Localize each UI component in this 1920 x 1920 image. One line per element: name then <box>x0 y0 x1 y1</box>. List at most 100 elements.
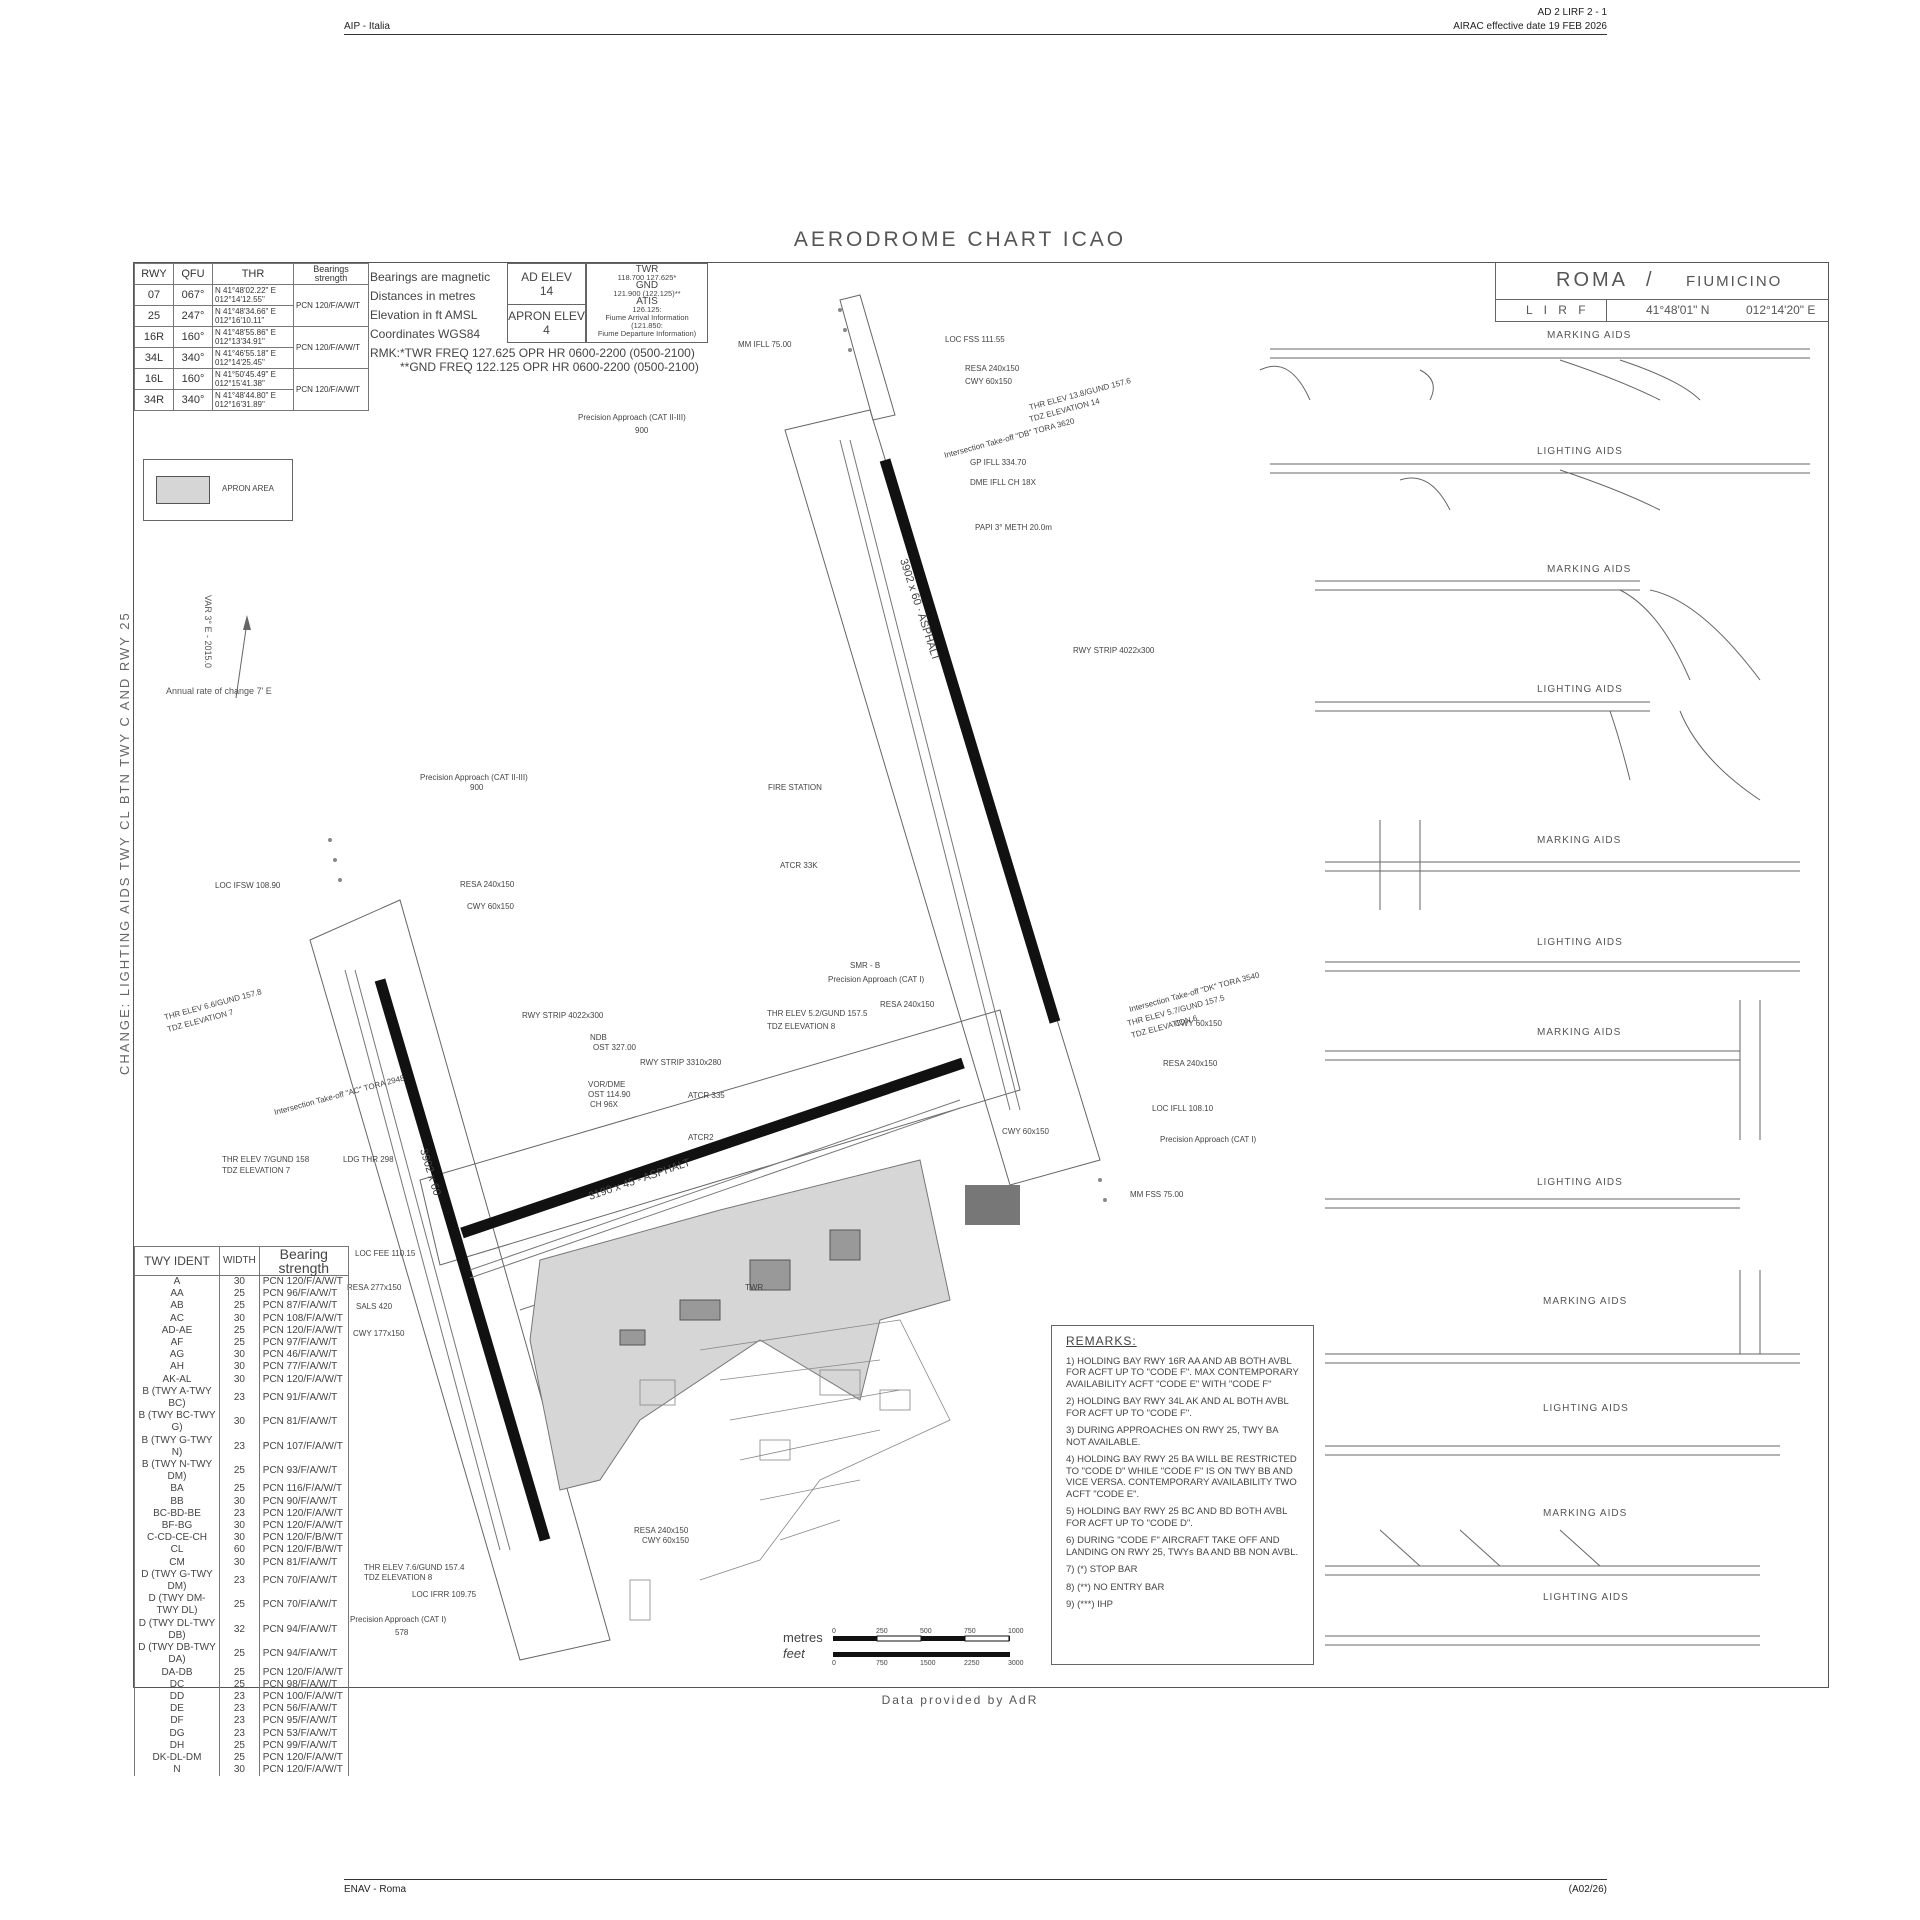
twy-pcn: PCN 97/F/A/W/T <box>258 1337 349 1350</box>
twy-ident: D (TWY G-TWY DM) <box>134 1568 220 1594</box>
legend-box: APRON AREA <box>143 459 293 521</box>
cwy-25-label: CWY 60x150 <box>1002 1127 1050 1136</box>
twy-width: 25 <box>219 1459 260 1484</box>
ndb-label: NDB <box>590 1033 607 1042</box>
cwy-34l-label: CWY 60x150 <box>642 1536 690 1545</box>
chart-frame <box>133 262 1829 1688</box>
fire-station-label: FIRE STATION <box>768 783 822 792</box>
twy-ident: N <box>134 1764 220 1777</box>
rmk-twr: RMK:*TWR FREQ 127.625 OPR HR 0600-2200 (… <box>370 346 695 360</box>
rwy-strip-16r-label: RWY STRIP 4022x300 <box>522 1011 604 1020</box>
twy-pcn: PCN 116/F/A/W/T <box>258 1483 349 1496</box>
twy-width: 30 <box>219 1556 260 1569</box>
twy-pcn: PCN 77/F/A/W/T <box>258 1361 349 1374</box>
twy-pcn: PCN 81/F/A/W/T <box>258 1556 349 1569</box>
twy-pcn: PCN 120/F/A/W/T <box>258 1520 349 1533</box>
atcr-335-label: ATCR 335 <box>688 1091 725 1100</box>
twy-pcn: PCN 95/F/A/W/T <box>258 1715 349 1728</box>
lighting-aids-label: LIGHTING AIDS <box>1543 1403 1629 1414</box>
atis-arrival: Fiume Arrival Information <box>605 313 689 322</box>
rwy-ident: 25 <box>134 305 174 327</box>
rwy-qfu: 247° <box>173 305 213 327</box>
twy-width: 25 <box>219 1337 260 1350</box>
lighting-aids-label: LIGHTING AIDS <box>1537 1177 1623 1188</box>
loc-ifsw-label: LOC IFSW 108.90 <box>215 881 281 890</box>
rwy-thr: N 41°48'44.80" E 012°16'31.89" <box>212 389 294 411</box>
sals-label: SALS 420 <box>356 1302 393 1311</box>
vor-label: VOR/DME <box>588 1080 625 1089</box>
twy-width: 25 <box>219 1288 260 1301</box>
rwy-thr: N 41°50'45.49" E 012°15'41.38" <box>212 368 294 390</box>
cwy-16l-label: CWY 60x150 <box>965 377 1013 386</box>
tdz-07-label: TDZ ELEVATION 7 <box>222 1166 291 1175</box>
scale-tick: 3000 <box>1008 1660 1024 1667</box>
twr-freq-label: TWR <box>635 264 659 275</box>
twy-pcn: PCN 120/F/A/W/T <box>258 1275 349 1289</box>
twy-ident: AK-AL <box>134 1373 220 1386</box>
twy-width: 23 <box>219 1385 260 1411</box>
twy-ident: CL <box>134 1544 220 1557</box>
loc-ifll-label: LOC IFLL 108.10 <box>1152 1104 1214 1113</box>
footer-rule <box>344 1879 1607 1880</box>
int-ac-label: Intersection Take-off "AC" TORA 2948 <box>273 1073 406 1117</box>
ldg-thr-label: LDG THR 298 <box>343 1155 394 1164</box>
twy-width: 25 <box>219 1642 260 1667</box>
rwy-strip-07-label: RWY STRIP 3310x280 <box>640 1058 722 1067</box>
twy-ident: BA <box>134 1483 220 1496</box>
rwy-ident: 16R <box>134 326 174 348</box>
lighting-aids-label: LIGHTING AIDS <box>1537 684 1623 695</box>
cargo-apron <box>965 1185 1020 1225</box>
twy-pcn: PCN 120/F/A/W/T <box>258 1507 349 1521</box>
twy-ident: D (TWY DL-TWY DB) <box>134 1617 220 1643</box>
twy-width: 30 <box>219 1361 260 1374</box>
twy-width: 25 <box>219 1666 260 1679</box>
runway-row: 16L 160° N 41°50'45.49" E 012°15'41.38" … <box>134 368 369 411</box>
note-bearings: Bearings are magnetic <box>370 270 491 284</box>
twy-pcn: PCN 96/F/A/W/T <box>258 1288 349 1301</box>
twy-pcn: PCN 94/F/A/W/T <box>258 1642 349 1667</box>
thr-34l-label: THR ELEV 7.6/GUND 157.4 <box>364 1563 465 1572</box>
ndb-ost-label: OST 327.00 <box>593 1043 637 1052</box>
twy-ident: B (TWY A-TWY BC) <box>134 1385 220 1411</box>
twy-pcn: PCN 107/F/A/W/T <box>258 1434 349 1460</box>
mm-fss-label: MM FSS 75.00 <box>1130 1190 1184 1199</box>
twy-ident: AC <box>134 1312 220 1325</box>
twy-pcn: PCN 99/F/A/W/T <box>258 1739 349 1752</box>
twy-ident: AB <box>134 1300 220 1313</box>
rwy-ident: 07 <box>134 284 174 306</box>
twy-ident: AD-AE <box>134 1324 220 1338</box>
smr-label: SMR - B <box>850 961 880 970</box>
twy-ident: BF-BG <box>134 1520 220 1533</box>
rwy-thr: N 41°48'34.66" E 012°16'10.11" <box>212 305 294 327</box>
runway-07-25 <box>460 1057 965 1239</box>
twy-ident: DE <box>134 1703 220 1716</box>
pa-value-16r: 900 <box>470 783 484 792</box>
rwy-qfu: 067° <box>173 284 213 306</box>
twy-ident: D (TWY DB-TWY DA) <box>134 1642 220 1667</box>
twy-ident: DH <box>134 1739 220 1752</box>
rwy-ident: 34R <box>134 389 174 411</box>
scale-tick: 250 <box>876 1628 888 1635</box>
variation-label: VAR 3° E - 2015.0 <box>203 595 213 668</box>
pa-label-34l: Precision Approach (CAT I) <box>350 1615 447 1624</box>
rmk-gnd: **GND FREQ 122.125 OPR HR 0600-2200 (050… <box>400 360 699 374</box>
rwy-col-header: RWY <box>134 263 174 285</box>
runway-16l-34r <box>879 458 1061 1024</box>
scale-tick: 750 <box>876 1660 888 1667</box>
marking-aids-label: MARKING AIDS <box>1547 330 1632 341</box>
rwy-strip-16r <box>309 899 611 1661</box>
scale-tick: 1000 <box>1008 1628 1024 1635</box>
atis-departure: Fiume Departure Information) <box>597 329 697 338</box>
apron-elev-label: APRON ELEV <box>508 304 585 323</box>
twy-pcn: PCN 70/F/A/W/T <box>258 1593 349 1618</box>
pa-label-16l: Precision Approach (CAT II-III) <box>578 413 686 422</box>
pa-label-34r: Precision Approach (CAT I) <box>1160 1135 1257 1144</box>
